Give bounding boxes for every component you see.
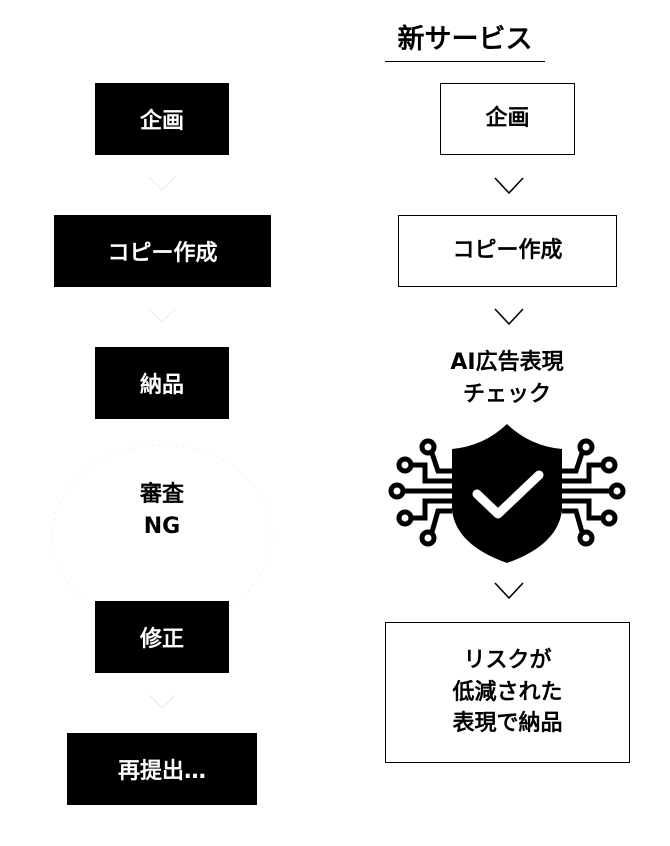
old-step-delivery: 納品	[95, 347, 229, 419]
step-label: コピー作成	[107, 241, 218, 266]
new-step-copywriting: コピー作成	[398, 215, 617, 287]
step-label: 企画	[139, 109, 184, 134]
review-label: 審査	[139, 482, 184, 507]
faint-arrow-down-icon	[148, 176, 176, 192]
step-label: 再提出…	[117, 759, 206, 784]
step-label: 修正	[139, 627, 184, 652]
ai-check-line2: チェック	[462, 382, 551, 407]
result-line1: リスクが	[463, 647, 552, 673]
arrow-down-icon	[494, 177, 524, 195]
step-label: 企画	[485, 106, 530, 132]
ai-check-label: AI広告表現 チェック	[407, 347, 607, 411]
result-line2: 低減された	[452, 679, 563, 705]
old-step-planning: 企画	[95, 83, 229, 155]
arrow-down-icon	[494, 582, 524, 600]
ai-check-line1: AI広告表現	[450, 350, 564, 375]
shield-check-circuit-icon	[388, 424, 626, 563]
new-step-planning: 企画	[440, 83, 575, 155]
new-service-title: 新サービス	[385, 22, 545, 62]
review-ng-label: 審査 NG	[100, 479, 224, 543]
old-step-copywriting: コピー作成	[54, 215, 271, 287]
new-step-result-delivery: リスクが 低減された 表現で納品	[385, 622, 630, 763]
faint-arrow-down-icon	[148, 308, 176, 324]
step-label: 納品	[139, 373, 184, 398]
faint-arrow-down-icon	[148, 694, 176, 710]
old-step-resubmit: 再提出…	[67, 733, 257, 805]
arrow-down-icon	[494, 308, 524, 326]
ng-label: NG	[143, 514, 181, 539]
step-label: コピー作成	[452, 238, 563, 264]
old-step-fix: 修正	[95, 601, 229, 673]
result-line3: 表現で納品	[452, 711, 563, 737]
